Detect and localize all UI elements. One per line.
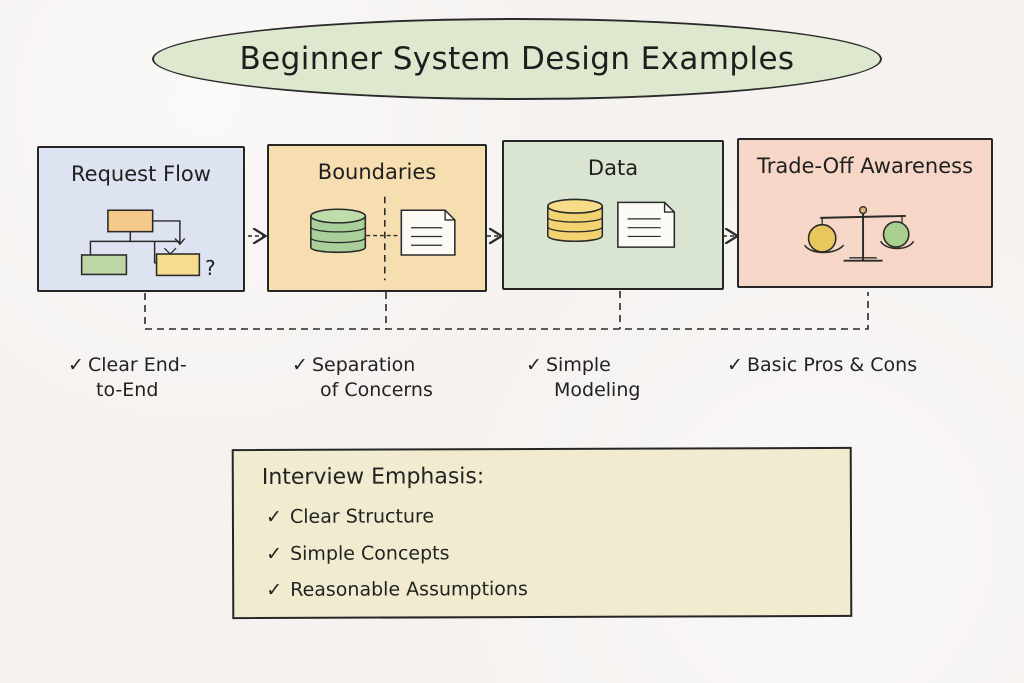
emphasis-item-clear-structure: ✓ Clear Structure [266,505,434,528]
check-icon: ✓ [266,542,283,565]
benefit-basic-pros-and-cons: ✓Basic Pros & Cons [727,353,917,378]
emphasis-item-simple-concepts: ✓ Simple Concepts [266,542,449,565]
database-icon [547,198,604,242]
title-banner: Beginner System Design Examples [152,18,882,100]
card-trade-off-awareness: Trade-Off Awareness [737,138,993,288]
benefit-line-2: of Concerns [320,379,433,401]
boundaries-icon [310,196,456,281]
check-icon: ✓ [292,354,308,376]
card-request-flow: Request Flow ? [37,146,245,292]
card-boundaries: Boundaries [267,144,487,292]
card-data: Data [502,140,724,290]
emphasis-item-label: Reasonable Assumptions [290,578,528,601]
benefit-simple-modeling: ✓Simple Modeling [526,353,640,403]
emphasis-item-label: Clear Structure [289,505,435,528]
interview-emphasis-title: Interview Emphasis: [261,464,485,490]
card-title-boundaries: Boundaries [317,160,437,184]
database-icon [310,208,367,254]
card-title-trade-off-awareness: Trade-Off Awareness [756,154,974,178]
page-title: Beginner System Design Examples [239,41,795,77]
balance-scale-icon [803,205,915,262]
benefit-line-2: Modeling [554,379,641,401]
data-icon [547,198,676,248]
benefit-separation-of-concerns: ✓Separation of Concerns [292,353,433,403]
benefit-clear-end-to-end: ✓Clear End- to-End [68,353,187,403]
check-icon: ✓ [266,578,283,601]
check-icon: ✓ [727,354,743,376]
benefit-line-1: Simple [546,354,611,376]
bottom-dashed-connector [144,291,869,330]
benefit-line-1: Separation [312,354,416,376]
card-title-data: Data [587,156,639,180]
document-icon [400,209,456,256]
check-icon: ✓ [526,354,542,376]
flowchart-icon [80,209,201,277]
check-icon: ✓ [265,505,282,528]
emphasis-item-reasonable-assumptions: ✓ Reasonable Assumptions [266,578,528,601]
document-icon [617,201,676,248]
check-icon: ✓ [68,354,84,376]
benefit-line-1: Clear End- [88,354,187,376]
emphasis-item-label: Simple Concepts [290,542,450,565]
benefit-line-1: Basic Pros & Cons [747,354,918,376]
question-mark-label: ? [205,256,216,280]
interview-emphasis-box: Interview Emphasis: ✓ Clear Structure ✓ Si… [231,446,853,620]
benefit-line-2: to-End [96,379,159,401]
card-title-request-flow: Request Flow [71,162,211,186]
